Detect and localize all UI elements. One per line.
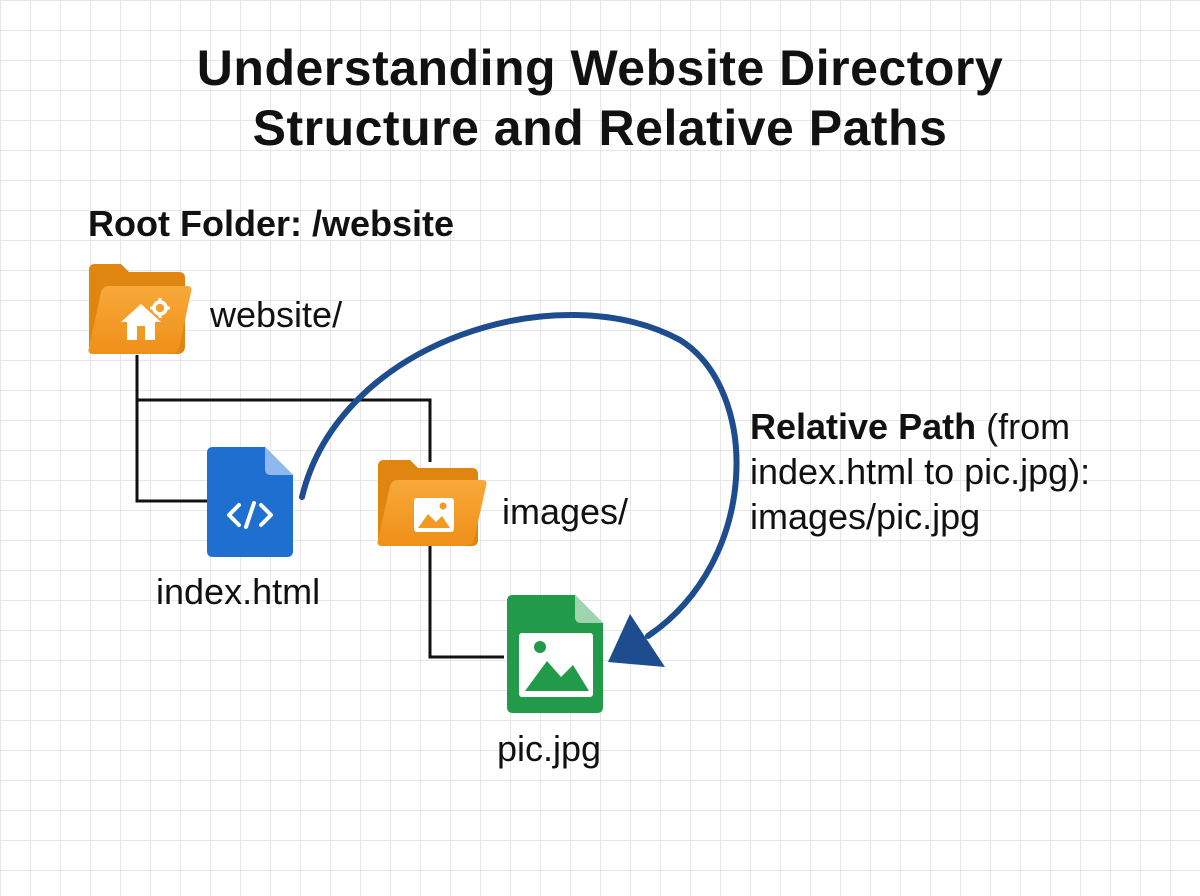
relative-path-arrow (299, 311, 740, 667)
root-folder-label: Root Folder: /website (88, 203, 455, 244)
note-line-1-rest: (from (976, 406, 1071, 447)
tree-connectors (135, 355, 504, 659)
images-folder-label: images/ (502, 491, 629, 532)
connector-images-to-pic (428, 540, 504, 659)
pic-file-label: pic.jpg (497, 728, 602, 769)
connector-website-to-index (135, 355, 207, 503)
website-folder-label: website/ (210, 294, 343, 335)
arrow-head (608, 614, 665, 667)
title-line-2: Structure and Relative Paths (252, 100, 948, 156)
index-file-label: index.html (156, 571, 321, 612)
html-file-icon[interactable] (207, 447, 293, 557)
arrow-curve (299, 311, 740, 639)
note-line-2: index.html to pic.jpg): (750, 451, 1091, 492)
image-file-icon[interactable] (507, 595, 603, 713)
folder-home-icon[interactable] (88, 264, 192, 354)
connector-branch-to-images (137, 398, 432, 462)
title-line-1: Understanding Website Directory (196, 40, 1004, 96)
diagram-title: Understanding Website Directory Structur… (0, 38, 1200, 158)
relative-path-note: Relative Path (from index.html to pic.jp… (750, 404, 1090, 539)
note-heading: Relative Path (750, 406, 977, 447)
folder-image-icon[interactable] (377, 460, 487, 546)
note-line-1: Relative Path (from (750, 404, 1090, 449)
note-path-value: images/pic.jpg (750, 496, 981, 537)
